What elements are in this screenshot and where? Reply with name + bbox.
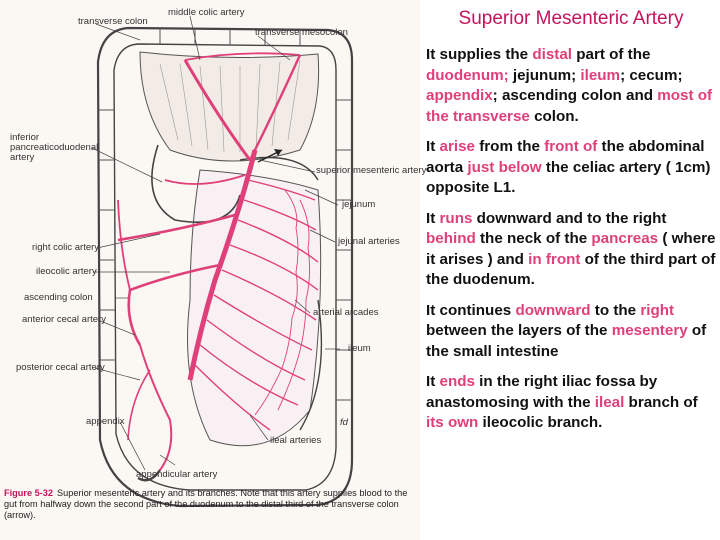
label-posterior-cecal-artery: posterior cecal artery	[16, 362, 105, 373]
label-superior-mesenteric-artery: superior mesenteric artery	[316, 165, 427, 176]
text-panel: Superior Mesenteric Artery It supplies t…	[426, 6, 716, 444]
highlighted-text: mesentery	[611, 322, 688, 339]
highlighted-text: right	[640, 301, 675, 319]
paragraph-1: It supplies the distal part of the duode…	[426, 45, 716, 127]
highlighted-text: ends	[439, 373, 475, 390]
mesenteric-diagram	[91, 15, 354, 508]
label-jejunal-arteries: jejunal arteries	[338, 236, 400, 247]
text-segment: ( where it arises ) and	[426, 230, 716, 268]
label-ascending-colon: ascending colon	[24, 292, 93, 303]
highlighted-text: in front	[528, 250, 581, 268]
text-segment: to the	[590, 301, 641, 319]
figure-number: Figure 5-32	[4, 488, 54, 498]
text-segment: in the right iliac fossa by anastomosing…	[426, 373, 658, 411]
highlighted-text: distal	[532, 46, 572, 63]
text-segment: the neck of the	[475, 230, 592, 247]
text-segment: downward and to the right	[472, 209, 667, 227]
highlighted-text: front of	[544, 138, 598, 155]
highlighted-text: runs	[439, 209, 473, 227]
text-segment: It continues	[426, 301, 516, 319]
highlighted-text: ileal	[594, 393, 625, 411]
highlighted-text: ileum	[580, 66, 621, 84]
text-segment: ileocolic branch.	[478, 414, 603, 431]
text-segment: jejunum;	[508, 66, 581, 84]
text-segment: between the layers of the	[426, 322, 612, 339]
label-jejunum: jejunum	[342, 199, 376, 210]
paragraph-2: It arise from the front of the abdominal…	[426, 137, 716, 199]
text-segment: It	[426, 373, 440, 390]
text-segment: ; cecum;	[620, 66, 683, 84]
label-inferior-pancreaticoduodenal-artery: inferior pancreaticoduodenal artery	[10, 132, 99, 163]
artist-signature: fd	[340, 417, 348, 428]
text-segment: of the small intestine	[426, 322, 707, 360]
label-ileum: ileum	[348, 343, 371, 354]
highlighted-text: pancreas	[591, 230, 659, 247]
highlighted-text: behind	[426, 230, 476, 247]
label-appendix: appendix	[86, 416, 125, 427]
text-segment: ; ascending colon and	[492, 87, 658, 104]
highlighted-text: downward	[515, 301, 591, 319]
text-segment: of the third part of the duodenum.	[426, 250, 716, 289]
figure-caption-text: Superior mesenteric artery and its branc…	[4, 488, 408, 520]
paragraph-5: It ends in the right iliac fossa by anas…	[426, 372, 716, 434]
anatomy-figure: transverse colon middle colic artery tra…	[0, 0, 426, 540]
paragraph-4: It continues downward to the right betwe…	[426, 301, 716, 363]
text-segment: It supplies the	[426, 46, 533, 63]
highlighted-text: just below	[467, 158, 542, 176]
label-anterior-cecal-artery: anterior cecal artery	[22, 314, 106, 325]
text-segment: branch of	[624, 393, 698, 411]
label-middle-colic-artery: middle colic artery	[168, 7, 245, 18]
text-segment: colon.	[529, 107, 579, 125]
label-ileal-arteries: ileal arteries	[270, 435, 322, 446]
text-segment: the celiac artery ( 1cm) opposite L1.	[426, 158, 711, 197]
highlighted-text: its own	[426, 414, 479, 431]
text-segment: It	[426, 138, 440, 155]
text-segment: part of the	[572, 46, 651, 63]
text-segment: the abdominal aorta	[426, 138, 705, 176]
label-transverse-mesocolon: transverse mesocolon	[255, 27, 348, 38]
label-ileocolic-artery: ileocolic artery	[36, 266, 97, 277]
label-appendicular-artery: appendicular artery	[136, 469, 218, 480]
label-transverse-colon: transverse colon	[78, 16, 148, 27]
label-arterial-arcades: arterial arcades	[313, 307, 379, 318]
text-segment: It	[426, 209, 440, 227]
paragraph-3: It runs downward and to the right behind…	[426, 209, 716, 291]
label-right-colic-artery: right colic artery	[32, 242, 100, 253]
paragraph-list: It supplies the distal part of the duode…	[426, 45, 716, 434]
text-segment: from the	[474, 138, 545, 155]
highlighted-text: most of the transverse	[426, 87, 713, 125]
highlighted-text: appendix	[426, 87, 493, 104]
slide-title: Superior Mesenteric Artery	[458, 8, 684, 29]
highlighted-text: arise	[439, 138, 475, 155]
highlighted-text: duodenum;	[426, 66, 509, 84]
